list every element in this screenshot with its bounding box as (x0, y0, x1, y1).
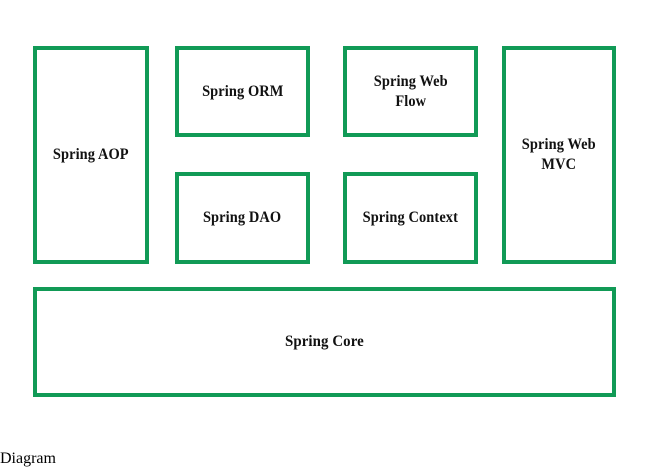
module-label-spring-aop: Spring AOP (53, 146, 129, 164)
module-box-spring-web-mvc[interactable]: Spring Web MVC (502, 46, 616, 264)
module-label-spring-web-mvc: Spring Web MVC (522, 136, 596, 173)
module-box-spring-aop[interactable]: Spring AOP (33, 46, 149, 264)
module-box-spring-dao[interactable]: Spring DAO (175, 172, 310, 264)
module-box-spring-context[interactable]: Spring Context (343, 172, 478, 264)
module-label-spring-core: Spring Core (285, 332, 364, 350)
module-label-spring-orm: Spring ORM (201, 82, 284, 100)
module-label-spring-dao: Spring DAO (203, 209, 282, 227)
module-box-spring-web-flow[interactable]: Spring Web Flow (343, 46, 478, 137)
module-box-spring-core[interactable]: Spring Core (33, 287, 616, 397)
module-label-spring-context: Spring Context (362, 209, 459, 227)
module-box-spring-orm[interactable]: Spring ORM (175, 46, 310, 137)
module-label-spring-web-flow: Spring Web Flow (373, 72, 448, 110)
spring-architecture-diagram: Spring AOP Spring ORM Spring DAO Spring … (33, 46, 616, 397)
